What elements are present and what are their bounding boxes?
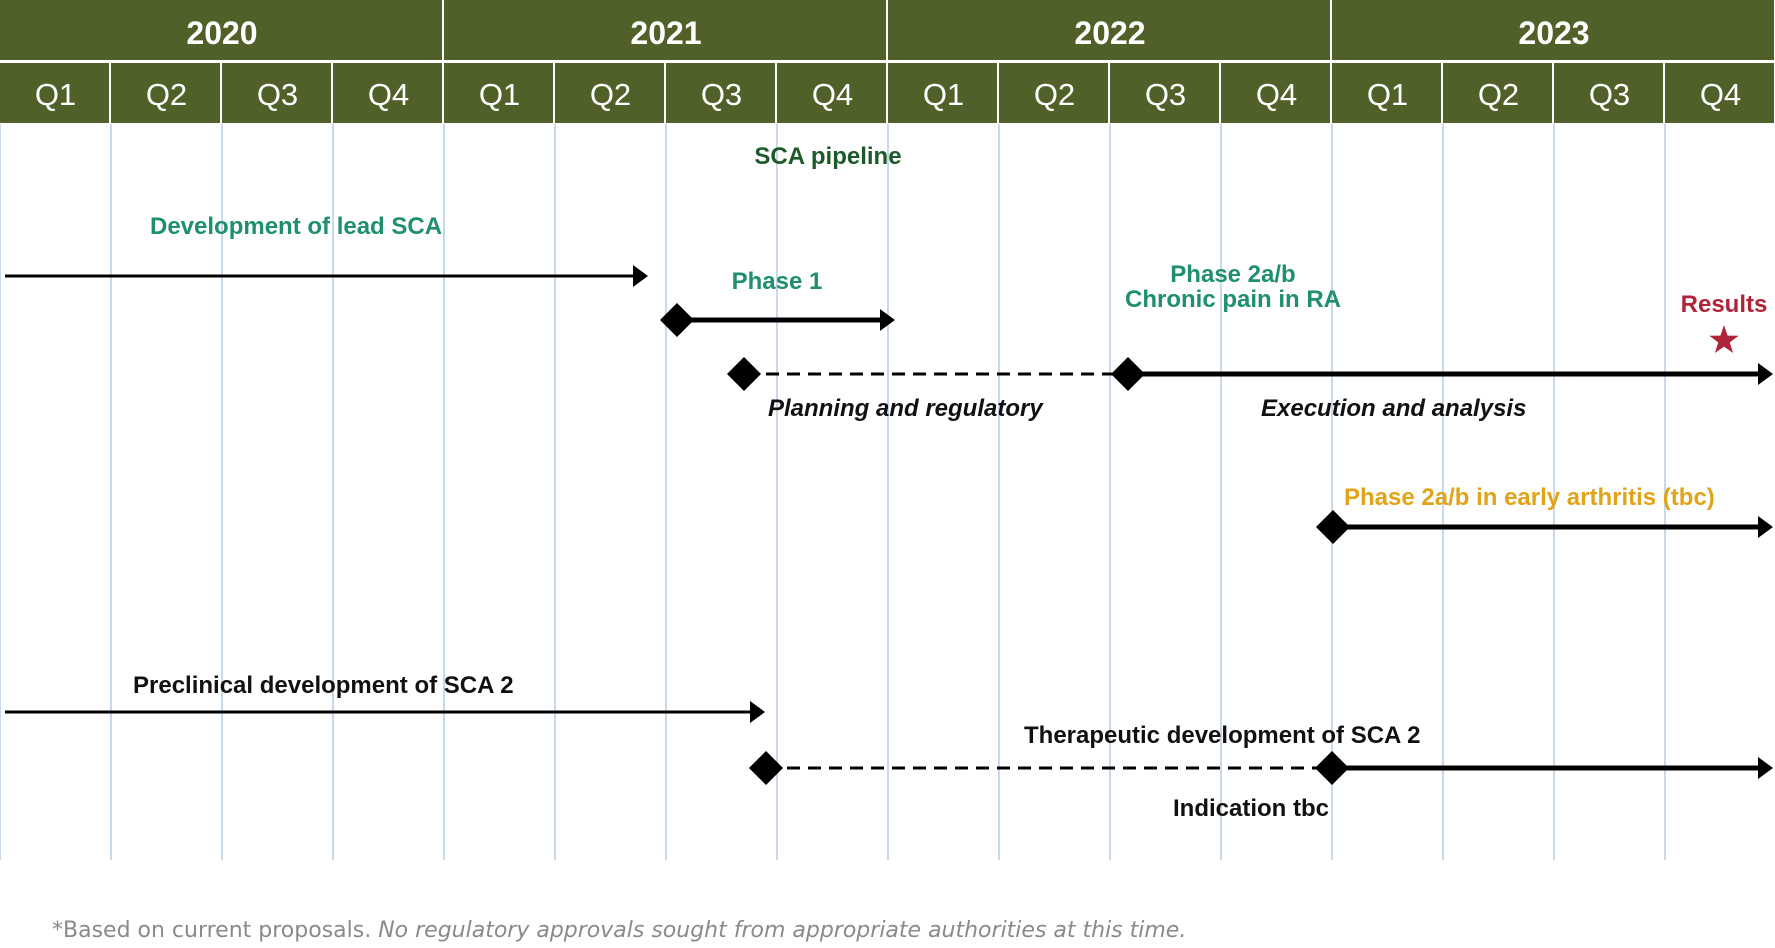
quarter-label: Q3 bbox=[1589, 77, 1630, 112]
quarter-cell bbox=[1332, 63, 1441, 123]
year-label: 2020 bbox=[186, 15, 257, 51]
quarter-cell bbox=[111, 63, 220, 123]
arrowhead-icon bbox=[633, 265, 648, 287]
quarter-cell bbox=[1443, 63, 1552, 123]
quarter-cell bbox=[555, 63, 664, 123]
year-label: 2021 bbox=[630, 15, 701, 51]
quarter-cell bbox=[333, 63, 442, 123]
quarter-label: Q2 bbox=[1478, 77, 1519, 112]
year-cell bbox=[888, 0, 1330, 60]
quarter-label: Q1 bbox=[923, 77, 964, 112]
quarter-label: Q2 bbox=[1034, 77, 1075, 112]
year-label: 2022 bbox=[1074, 15, 1145, 51]
quarter-cell bbox=[777, 63, 886, 123]
diamond-icon bbox=[749, 751, 783, 785]
quarter-cell bbox=[1554, 63, 1663, 123]
year-cell bbox=[1332, 0, 1774, 60]
quarter-label: Q3 bbox=[701, 77, 742, 112]
phase1-label: Phase 1 bbox=[732, 268, 823, 295]
quarter-cell bbox=[1221, 63, 1330, 123]
quarter-gridlines bbox=[0, 124, 1666, 860]
quarter-cell bbox=[444, 63, 553, 123]
quarter-cell bbox=[888, 63, 997, 123]
arrowhead-icon bbox=[1758, 757, 1773, 779]
quarter-label: Q3 bbox=[1145, 77, 1186, 112]
quarter-label: Q2 bbox=[146, 77, 187, 112]
sca-pipeline-title: SCA pipeline bbox=[754, 143, 901, 170]
preclinical-label: Preclinical development of SCA 2 bbox=[133, 672, 514, 699]
quarter-cell bbox=[1110, 63, 1219, 123]
diamond-icon bbox=[660, 303, 694, 337]
phase2-label-line1: Phase 2a/b bbox=[1170, 261, 1295, 288]
quarter-label: Q4 bbox=[1256, 77, 1297, 112]
footnote: *Based on current proposals. No regulato… bbox=[52, 918, 1186, 943]
arrowhead-icon bbox=[1758, 363, 1773, 385]
diamond-icon bbox=[1111, 357, 1145, 391]
quarter-label: Q1 bbox=[479, 77, 520, 112]
quarter-label: Q1 bbox=[35, 77, 76, 112]
quarter-label: Q2 bbox=[590, 77, 631, 112]
planning-label: Planning and regulatory bbox=[768, 395, 1044, 422]
quarter-label: Q4 bbox=[368, 77, 409, 112]
arrowhead-icon bbox=[880, 309, 895, 331]
diamond-icon bbox=[727, 357, 761, 391]
quarter-label: Q1 bbox=[1367, 77, 1408, 112]
results-label: Results bbox=[1681, 291, 1768, 318]
quarter-cell bbox=[222, 63, 331, 123]
star-icon bbox=[1709, 325, 1739, 353]
execution-label: Execution and analysis bbox=[1261, 395, 1526, 422]
quarter-cell bbox=[0, 63, 109, 123]
quarter-label: Q4 bbox=[812, 77, 853, 112]
indication-label: Indication tbc bbox=[1173, 795, 1329, 822]
quarter-cell bbox=[999, 63, 1108, 123]
quarter-cell bbox=[1665, 63, 1774, 123]
footnote-italic: No regulatory approvals sought from appr… bbox=[378, 918, 1187, 943]
therapeutic-label: Therapeutic development of SCA 2 bbox=[1024, 722, 1421, 749]
early-arthritis-label: Phase 2a/b in early arthritis (tbc) bbox=[1344, 484, 1715, 511]
arrowhead-icon bbox=[750, 701, 765, 723]
quarter-label: Q3 bbox=[257, 77, 298, 112]
arrowhead-icon bbox=[1758, 516, 1773, 538]
year-label: 2023 bbox=[1518, 15, 1589, 51]
year-cell bbox=[0, 0, 442, 60]
quarter-cell bbox=[666, 63, 775, 123]
footnote-plain: *Based on current proposals. bbox=[52, 918, 379, 943]
development-lead-label: Development of lead SCA bbox=[150, 213, 442, 240]
diamond-icon bbox=[1315, 751, 1349, 785]
phase2-label-line2: Chronic pain in RA bbox=[1125, 286, 1341, 313]
year-cell bbox=[444, 0, 886, 60]
diamond-icon bbox=[1316, 510, 1350, 544]
quarter-label: Q4 bbox=[1700, 77, 1741, 112]
